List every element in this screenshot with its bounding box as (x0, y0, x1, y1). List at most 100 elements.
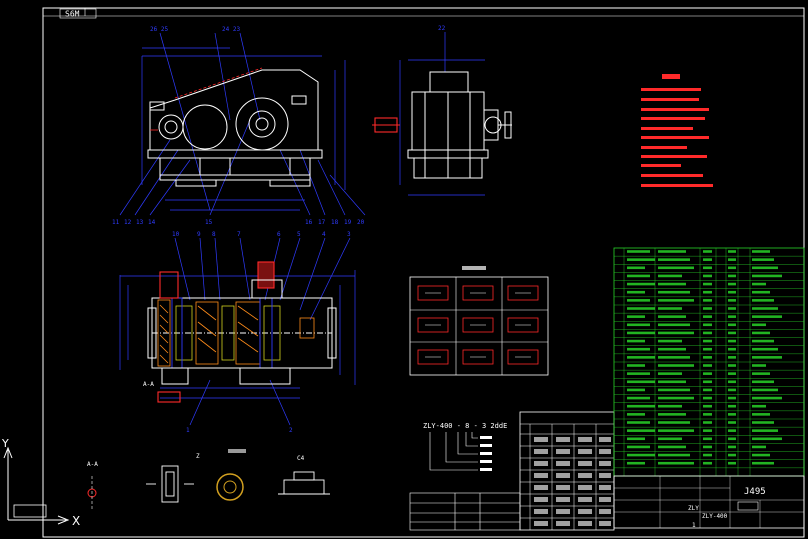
parts-list-cell (752, 266, 778, 270)
parts-list-cell (703, 315, 712, 318)
parts-list-cell (658, 429, 694, 432)
model-designation: ZLY-400 - 8 - 3 2ddE (423, 422, 507, 471)
parts-list-cell (627, 347, 650, 351)
parts-list-cell (703, 461, 712, 465)
parts-list-cell (658, 339, 682, 343)
parts-list-cell (658, 396, 694, 400)
viewport-tab-label: S6M (65, 10, 80, 19)
parts-list-cell (728, 388, 736, 392)
parts-list-cell (627, 258, 655, 261)
parts-list-cell (703, 453, 712, 457)
parts-list-cell (703, 437, 712, 441)
parts-list-cell (627, 396, 650, 400)
parts-list-cell (728, 453, 736, 457)
parts-list-cell (728, 421, 736, 424)
parts-list-cell (752, 461, 774, 465)
callout-2: 2 (289, 427, 293, 434)
detail-c-label: C4 (297, 455, 305, 462)
viewport-tab[interactable]: S6M (59, 8, 97, 19)
parts-list-cell (752, 290, 770, 294)
parts-list-cell (728, 380, 736, 384)
parts-list-cell (728, 339, 736, 343)
parts-list-cell (627, 331, 655, 335)
parts-list-cell (728, 307, 736, 310)
title-product: ZLY (688, 505, 699, 512)
parts-list-cell (752, 282, 766, 286)
parts-list-cell (728, 347, 736, 351)
parts-list-cell (627, 429, 655, 432)
parts-list-cell (627, 323, 650, 327)
parts-list-cell (703, 282, 712, 286)
model-code: ZLY-400 - 8 - 3 2ddE (423, 422, 507, 430)
title-model: ZLY-400 (702, 513, 728, 520)
front-view: 26 25 24 23 11 12 13 14 15 16 17 18 19 2… (112, 26, 366, 226)
parts-list-cell (703, 356, 712, 359)
callout-3: 3 (347, 231, 351, 238)
parts-list-cell (728, 282, 736, 286)
parts-list-cell (658, 282, 686, 286)
callout-4: 4 (322, 231, 326, 238)
parts-list-cell (752, 445, 766, 449)
technical-notes (641, 74, 713, 187)
parts-list-cell (627, 380, 655, 384)
callout-front-top-1: 26 25 (150, 26, 168, 33)
parts-list-cell (752, 250, 770, 253)
parts-list-cell (658, 413, 686, 416)
parts-list-cell (703, 445, 712, 449)
parts-list-cell (703, 372, 712, 375)
plan-section-view: A-A 10 9 8 7 6 5 4 3 1 2 (119, 231, 356, 434)
parts-list-cell (752, 347, 778, 351)
parts-list-cell (728, 364, 736, 367)
callout-11: 11 (112, 219, 120, 226)
drawing-code: J495 (744, 487, 766, 497)
parts-list-cell (658, 437, 682, 441)
callout-14: 14 (148, 219, 156, 226)
ucs-x-label: X (72, 514, 80, 528)
parts-list-cell (658, 372, 682, 375)
parts-list-cell (752, 364, 766, 367)
parts-list-cell (627, 307, 655, 310)
parts-list-cell (728, 290, 736, 294)
parts-list-cell (627, 413, 645, 416)
parts-list-cell (627, 421, 650, 424)
parts-list-cell (627, 404, 655, 408)
parts-list-cell (703, 396, 712, 400)
parts-list-cell (703, 274, 712, 278)
callout-9: 9 (197, 231, 201, 238)
parts-list-cell (752, 331, 770, 335)
parts-list-cell (752, 339, 774, 343)
parts-list-cell (752, 453, 770, 457)
parts-list-cell (703, 290, 712, 294)
parts-list-cell (658, 364, 694, 367)
parts-list-cell (728, 429, 736, 432)
ucs-y-label: Y (1, 437, 9, 450)
parts-list-cell (627, 250, 650, 253)
parts-list-cell (703, 339, 712, 343)
ratio-table (519, 411, 615, 531)
parts-list-cell (658, 347, 686, 351)
parts-list-cell (658, 356, 690, 359)
callout-7: 7 (237, 231, 241, 238)
parts-list-cell (752, 421, 774, 424)
parts-list-cell (658, 421, 690, 424)
parts-list-cell (752, 437, 782, 441)
parts-list-cell (627, 274, 650, 278)
parts-list-cell (627, 290, 645, 294)
parts-list-cell (703, 258, 712, 261)
parts-list-cell (703, 323, 712, 327)
parts-list-cell (658, 274, 682, 278)
parts-list-cell (703, 364, 712, 367)
parts-list-cell (627, 461, 645, 465)
parts-list-cell (728, 413, 736, 416)
callout-20: 20 (357, 219, 365, 226)
parts-list-cell (703, 380, 712, 384)
parts-list-cell (658, 323, 690, 327)
callout-12: 12 (124, 219, 132, 226)
parts-list-cell (658, 315, 686, 318)
parts-list-cell (728, 461, 736, 465)
parts-list-cell (627, 388, 645, 392)
parts-list-cell (703, 347, 712, 351)
parts-list-cell (728, 445, 736, 449)
detail-z-label: Z (196, 453, 200, 460)
